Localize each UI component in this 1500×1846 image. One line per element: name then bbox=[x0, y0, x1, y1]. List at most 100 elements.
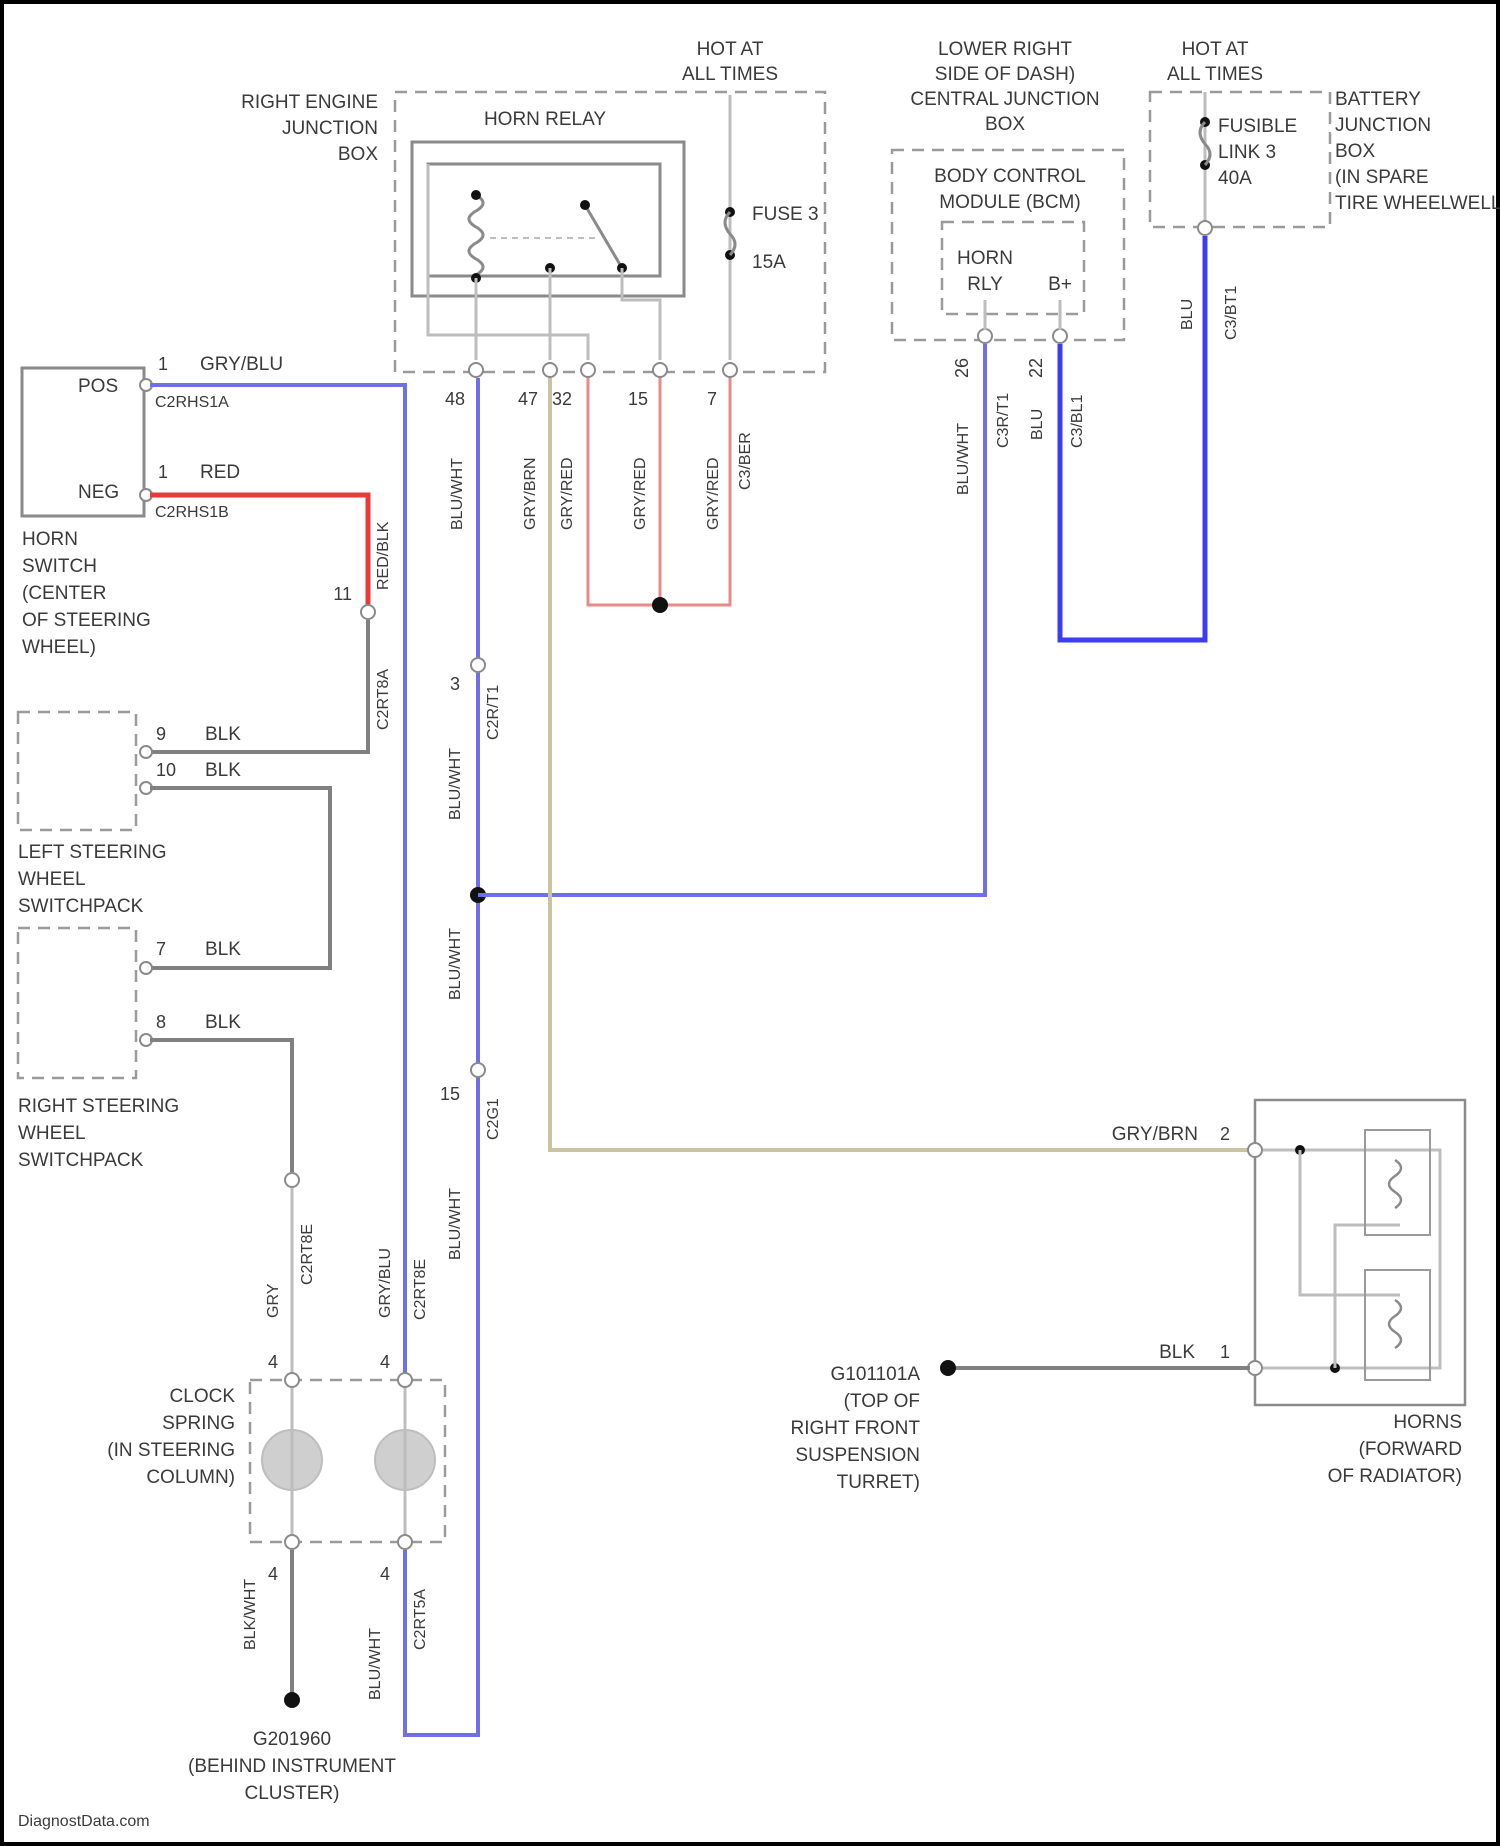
horn-switch-label-4: OF STEERING bbox=[22, 610, 151, 631]
svg-text:47: 47 bbox=[518, 389, 538, 409]
clock-spring-label-1: CLOCK bbox=[170, 1386, 236, 1407]
horn-switch-pin-neg: 1 bbox=[158, 462, 168, 482]
left-switchpack-label-3: SWITCHPACK bbox=[18, 896, 144, 917]
horns-label-2: (FORWARD bbox=[1359, 1439, 1462, 1460]
relay-connector-label: C3/BER bbox=[737, 432, 754, 490]
cjb-conn-1: C3R/T1 bbox=[995, 393, 1012, 448]
svg-text:48: 48 bbox=[445, 389, 465, 409]
horn-switch-wire-neg: RED bbox=[200, 462, 240, 483]
ground-right-label-4: SUSPENSION bbox=[795, 1445, 920, 1466]
bjb-conn-label: C3/BT1 bbox=[1223, 286, 1240, 340]
relay-label: HORN RELAY bbox=[484, 109, 606, 130]
fuse-label: FUSE 3 bbox=[752, 204, 819, 225]
relay-wire-label-4: GRY/RED bbox=[632, 457, 649, 530]
clock-spring-conn-bottom: C2RT5A bbox=[412, 1589, 429, 1650]
clock-spring-bottom-pin-2: 4 bbox=[380, 1564, 390, 1584]
horns-wire-bottom: BLK bbox=[1159, 1342, 1195, 1363]
svg-text:7: 7 bbox=[707, 389, 717, 409]
svg-text:15: 15 bbox=[628, 389, 648, 409]
relay-box-label-3: BOX bbox=[338, 144, 378, 165]
ground-left-label-3: CLUSTER) bbox=[244, 1783, 339, 1804]
relay-hot-label-1: HOT AT bbox=[697, 39, 764, 60]
cjb-conn-2: C3/BL1 bbox=[1069, 395, 1086, 448]
horn-switch-conn-pos: C2RHS1A bbox=[155, 394, 229, 411]
relay-hot-label-2: ALL TIMES bbox=[682, 64, 778, 85]
bjb-label-5: TIRE WHEELWELL) bbox=[1335, 193, 1500, 214]
horn-switch-wire-pos: GRY/BLU bbox=[200, 354, 283, 375]
left-switchpack-wire-1: BLK bbox=[205, 724, 241, 745]
cjb-label-3: CENTRAL JUNCTION bbox=[910, 89, 1099, 110]
bjb-label-4: (IN SPARE bbox=[1335, 167, 1429, 188]
right-switchpack-wire-2: BLK bbox=[205, 1012, 241, 1033]
right-switchpack-label-1: RIGHT STEERING bbox=[18, 1096, 179, 1117]
fusible-label-2: LINK 3 bbox=[1218, 142, 1276, 163]
inline-conn-2: C2G1 bbox=[485, 1098, 502, 1140]
right-switchpack-wire-1: BLK bbox=[205, 939, 241, 960]
svg-text:32: 32 bbox=[552, 389, 572, 409]
fusible-label-1: FUSIBLE bbox=[1218, 116, 1297, 137]
horn-switch-label-2: SWITCH bbox=[22, 556, 97, 577]
horn-rly-label-1: HORN bbox=[957, 248, 1013, 269]
cjb-label-4: BOX bbox=[985, 114, 1025, 135]
inline-conn-1: C2R/T1 bbox=[485, 685, 502, 740]
horn-rly-label-2: RLY bbox=[967, 274, 1003, 295]
splice-wire: RED/BLK bbox=[375, 521, 392, 590]
right-switchpack-label-3: SWITCHPACK bbox=[18, 1150, 144, 1171]
relay-wire-label-3: GRY/RED bbox=[559, 457, 576, 530]
right-switchpack-label-2: WHEEL bbox=[18, 1123, 86, 1144]
left-switchpack-label-2: WHEEL bbox=[18, 869, 86, 890]
bjb-wire-label: BLU bbox=[1179, 299, 1196, 330]
horn-switch-label-3: (CENTER bbox=[22, 583, 106, 604]
splice-pin: 11 bbox=[333, 584, 352, 604]
watermark: DiagnostData.com bbox=[18, 1813, 150, 1830]
horn-switch-conn-neg: C2RHS1B bbox=[155, 504, 229, 521]
relay-box-label-2: JUNCTION bbox=[282, 118, 378, 139]
relay-wire-label-5: GRY/RED bbox=[705, 457, 722, 530]
bjb-hot-label-1: HOT AT bbox=[1182, 39, 1249, 60]
ground-right-label-1: G101101A bbox=[831, 1364, 921, 1385]
horns-wire-top: GRY/BRN bbox=[1112, 1124, 1198, 1145]
bcm-label-2: MODULE (BCM) bbox=[939, 192, 1080, 213]
relay-wire-label-1: BLU/WHT bbox=[449, 458, 466, 530]
bplus-label: B+ bbox=[1048, 274, 1072, 295]
clock-spring-label-3: (IN STEERING bbox=[107, 1440, 235, 1461]
clock-spring-conn-top-1: C2RT8E bbox=[299, 1224, 316, 1285]
cjb-wire-left: BLU/WHT bbox=[955, 423, 972, 495]
horns-pin-1: 1 bbox=[1220, 1342, 1230, 1362]
fusible-label-3: 40A bbox=[1218, 168, 1252, 189]
ground-right-label-3: RIGHT FRONT bbox=[791, 1418, 921, 1439]
horn-switch-neg: NEG bbox=[78, 482, 119, 503]
clock-spring-wire-bottom-2: BLU/WHT bbox=[367, 1628, 384, 1700]
left-switchpack-pin-10: 10 bbox=[156, 760, 176, 780]
horn-switch-pos: POS bbox=[78, 376, 118, 397]
bjb-label-1: BATTERY bbox=[1335, 89, 1421, 110]
ground-left-label-2: (BEHIND INSTRUMENT bbox=[188, 1756, 396, 1777]
fuse-rating: 15A bbox=[752, 252, 786, 273]
cjb-wire-right: BLU bbox=[1029, 409, 1046, 440]
left-switchpack-pin-9: 9 bbox=[156, 724, 166, 744]
left-switchpack-label-1: LEFT STEERING bbox=[18, 842, 167, 863]
clock-spring-label-2: SPRING bbox=[162, 1413, 235, 1434]
ground-right-label-5: TURRET) bbox=[837, 1472, 920, 1493]
horn-switch-label-1: HORN bbox=[22, 529, 78, 550]
clock-spring-wire-top-2: GRY/BLU bbox=[377, 1248, 394, 1318]
inline-pin-2: 15 bbox=[440, 1084, 460, 1104]
right-switchpack-pin-8: 8 bbox=[156, 1012, 166, 1032]
clock-spring-top-pin-1: 4 bbox=[268, 1352, 278, 1372]
ground-right-label-2: (TOP OF bbox=[844, 1391, 920, 1412]
cjb-label-2: SIDE OF DASH) bbox=[935, 64, 1075, 85]
cjb-pin-26: 26 bbox=[952, 358, 972, 378]
clock-spring-wire-top-1: GRY bbox=[265, 1283, 282, 1318]
inline-wire-2: BLU/WHT bbox=[447, 928, 464, 1000]
right-switchpack-pin-7: 7 bbox=[156, 939, 166, 959]
relay-box-label-1: RIGHT ENGINE bbox=[241, 92, 378, 113]
inline-wire-3: BLU/WHT bbox=[447, 1188, 464, 1260]
clock-spring-bottom-pin-1: 4 bbox=[268, 1564, 278, 1584]
cjb-label-1: LOWER RIGHT bbox=[938, 39, 1072, 60]
relay-wire-label-2: GRY/BRN bbox=[522, 457, 539, 530]
bjb-label-3: BOX bbox=[1335, 141, 1375, 162]
horns-pin-2: 2 bbox=[1220, 1124, 1230, 1144]
clock-spring-conn-top-2: C2RT8E bbox=[412, 1259, 429, 1320]
bcm-label-1: BODY CONTROL bbox=[934, 166, 1086, 187]
